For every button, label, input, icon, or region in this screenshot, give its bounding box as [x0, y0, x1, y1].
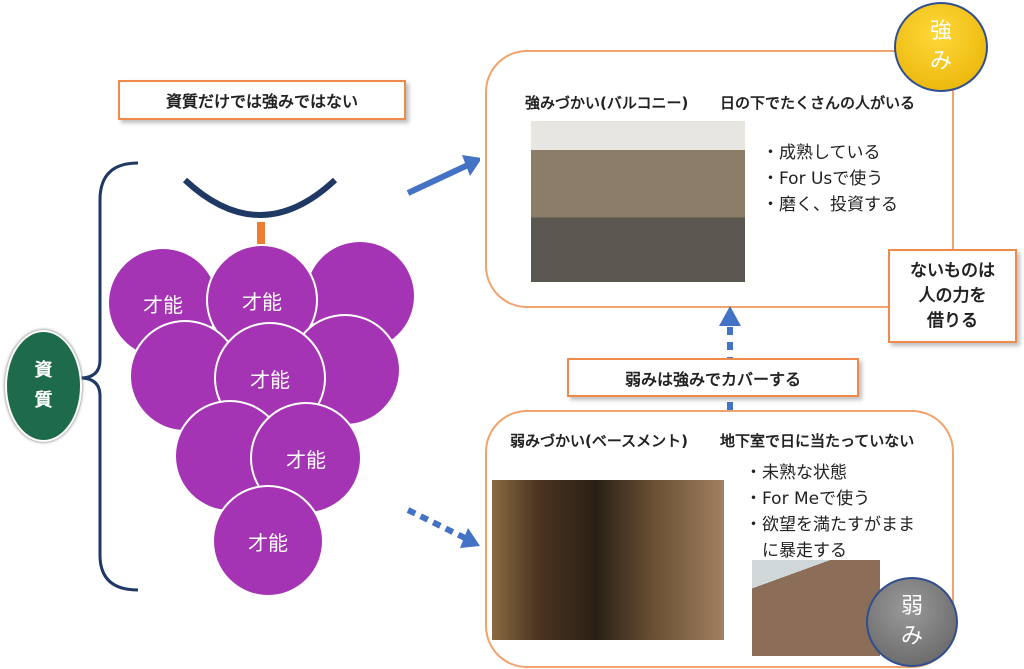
badge-char: 質 [34, 390, 53, 411]
note-line: 借りる [927, 310, 978, 331]
badge-char: み [900, 624, 923, 649]
strength-subtitle: 日の下でたくさんの人がいる [720, 94, 916, 112]
talent-label: 才能 [250, 367, 290, 392]
child-cart-photo [752, 560, 880, 656]
strength-badge: 強 み [894, 2, 988, 92]
stem-bowl [182, 177, 338, 218]
bullet: ・For Meで使う [745, 489, 871, 509]
cover-label: 弱みは強みでカバーする [567, 358, 859, 397]
talent-label: 才能 [248, 530, 288, 555]
strength-bullets: ・成熟している ・For Usで使う ・磨く、投資する [762, 140, 898, 218]
balcony-photo [531, 121, 745, 282]
grape-talent: 才能 [212, 485, 324, 597]
bullet: ・磨く、投資する [762, 195, 898, 215]
shishitsu-badge: 資 質 [5, 330, 82, 442]
bullet: ・成熟している [762, 143, 881, 163]
note-line: 人の力を [918, 285, 987, 306]
bullet: に暴走する [745, 541, 847, 561]
heading-talent-not-strength: 資質だけでは強みではない [118, 80, 406, 120]
badge-char: 資 [34, 360, 53, 381]
weakness-subtitle: 地下室で日に当たっていない [720, 432, 915, 450]
badge-char: み [929, 49, 952, 74]
bullet: ・欲望を満たすがまま [745, 515, 915, 535]
badge-char: 強 [929, 19, 952, 44]
arrow-to-weakness [406, 507, 467, 541]
arrow-weakness-to-strength [719, 306, 741, 410]
weakness-bullets: ・未熟な状態 ・For Meで使う ・欲望を満たすがまま に暴走する [745, 460, 915, 564]
talent-label: 才能 [143, 292, 183, 317]
arrow-to-strength [406, 162, 470, 196]
note-line: ないものは [910, 260, 995, 281]
badge-char: 弱 [900, 594, 923, 619]
strength-title: 強みづかい(バルコニー) [525, 94, 689, 112]
bullet: ・For Usで使う [762, 169, 884, 189]
bullet: ・未熟な状態 [745, 463, 847, 483]
stem [257, 222, 265, 248]
talent-label: 才能 [286, 447, 326, 472]
borrow-help-note: ないものは 人の力を 借りる [888, 249, 1017, 343]
basement-photo [492, 480, 724, 640]
weakness-title: 弱みづかい(ベースメント) [510, 432, 688, 450]
weakness-badge: 弱 み [866, 577, 958, 667]
talent-label: 才能 [242, 289, 282, 314]
